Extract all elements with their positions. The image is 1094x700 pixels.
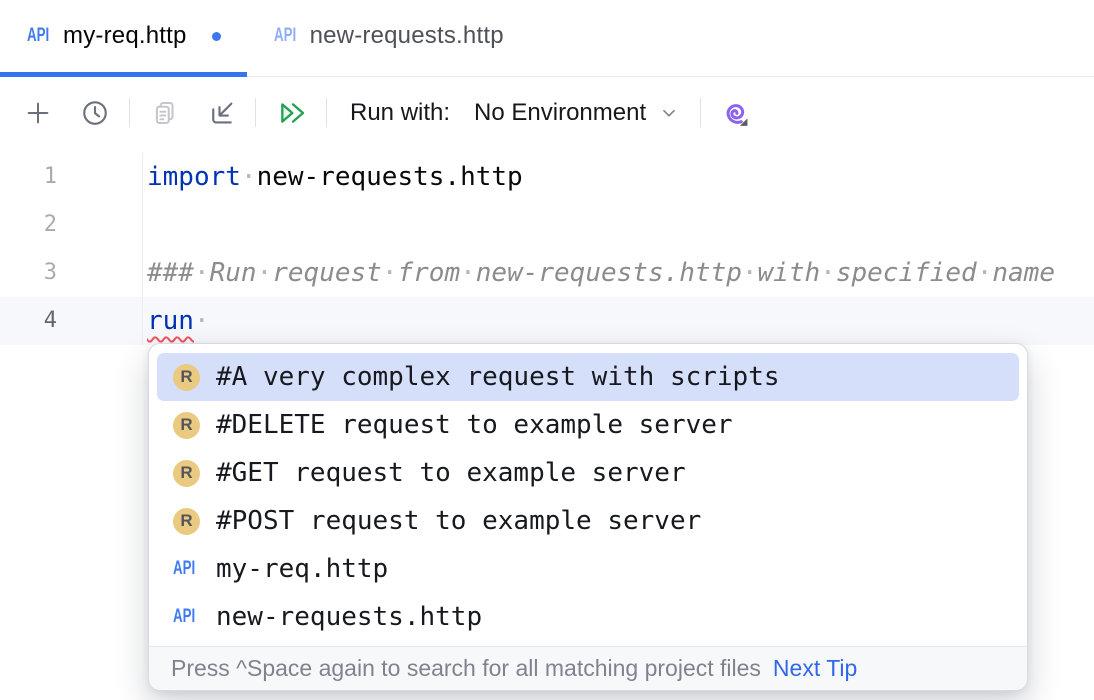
request-history-button[interactable] xyxy=(77,95,113,131)
tab-my-req.http[interactable]: API my-req.http xyxy=(0,0,247,77)
plus-icon xyxy=(27,102,49,123)
completion-hint: Press ^Space again to search for all mat… xyxy=(171,655,761,681)
token-comment: new-requests.http xyxy=(475,258,742,288)
whitespace-dot: · xyxy=(976,258,993,288)
toolbar-separator xyxy=(255,98,256,127)
environment-value: No Environment xyxy=(474,98,647,126)
toolbar-separator xyxy=(326,98,327,127)
completion-item[interactable]: R #POST request to example server xyxy=(157,497,1019,545)
token-comment: request xyxy=(272,258,382,288)
whitespace-dot: · xyxy=(193,306,210,336)
token-comment: with xyxy=(757,258,821,288)
add-request-button[interactable] xyxy=(20,95,56,131)
code-text xyxy=(143,201,147,249)
ai-assistant-swirl-icon xyxy=(726,103,748,126)
toolbar-separator xyxy=(129,98,130,127)
tab-bar: API my-req.http API new-requests.http xyxy=(0,0,1094,77)
active-tab-underline xyxy=(0,72,247,77)
whitespace-dot: · xyxy=(240,162,257,192)
modified-dot xyxy=(211,31,221,41)
api-file-icon: API xyxy=(273,25,296,46)
clock-icon xyxy=(83,100,107,125)
api-file-icon: API xyxy=(173,558,196,579)
completion-item[interactable]: R #GET request to example server xyxy=(157,449,1019,497)
request-icon: R xyxy=(173,507,200,535)
api-file-icon: API xyxy=(173,606,196,627)
token-comment: from xyxy=(397,258,461,288)
api-file-icon: API xyxy=(27,25,50,46)
token-keyword: import xyxy=(147,162,241,192)
line-number: 1 xyxy=(0,153,143,201)
chevron-down-icon xyxy=(663,109,675,117)
whitespace-dot: · xyxy=(381,258,398,288)
copy-icon xyxy=(155,101,174,124)
token-plain: new-requests.http xyxy=(256,162,523,192)
code-text: ###·Run·request·from·new-requests.http·w… xyxy=(143,249,1055,297)
editor-toolbar: Run with: No Environment xyxy=(0,77,1094,148)
run-with-label: Run with: xyxy=(350,98,451,126)
editor-line-2[interactable]: 2 xyxy=(0,201,1094,249)
whitespace-dot: · xyxy=(193,258,210,288)
completion-item-label: #GET request to example server xyxy=(216,458,686,488)
request-icon: R xyxy=(173,459,200,487)
run-all-icon xyxy=(281,102,305,123)
next-tip-link[interactable]: Next Tip xyxy=(772,655,858,681)
completion-item[interactable]: R #A very complex request with scripts xyxy=(157,353,1019,401)
completion-item[interactable]: R #DELETE request to example server xyxy=(157,401,1019,449)
line-number: 3 xyxy=(0,249,143,297)
whitespace-dot: · xyxy=(820,258,836,288)
line-number: 2 xyxy=(0,201,143,249)
request-icon: R xyxy=(173,411,200,439)
tab-new-requests.http[interactable]: API new-requests.http xyxy=(247,0,530,77)
completion-item-label: #POST request to example server xyxy=(216,506,702,536)
whitespace-dot: · xyxy=(460,258,476,288)
completion-item[interactable]: API my-req.http xyxy=(157,545,1019,593)
ai-assistant-button[interactable] xyxy=(718,95,754,131)
whitespace-dot: · xyxy=(741,258,758,288)
import-arrow-icon xyxy=(212,102,233,123)
environment-select[interactable]: No Environment xyxy=(474,99,680,127)
editor-line-3[interactable]: 3###·Run·request·from·new-requests.http·… xyxy=(0,249,1094,297)
copy-request-button[interactable] xyxy=(147,95,183,131)
completion-item-label: my-req.http xyxy=(216,554,389,584)
token-comment: name xyxy=(992,258,1055,288)
completion-item-label: #A very complex request with scripts xyxy=(216,362,780,392)
completion-footer: Press ^Space again to search for all mat… xyxy=(149,646,1027,690)
code-text: import·new-requests.http xyxy=(143,153,523,201)
completion-item[interactable]: API new-requests.http xyxy=(157,593,1019,641)
request-icon: R xyxy=(173,363,200,391)
token-comment: Run xyxy=(209,258,257,288)
toolbar-separator xyxy=(700,98,702,127)
token-keyword: run xyxy=(147,306,194,336)
whitespace-dot: · xyxy=(256,258,273,288)
completion-item-label: #DELETE request to example server xyxy=(216,410,733,440)
completion-item-label: new-requests.http xyxy=(216,602,483,632)
token-comment: specified xyxy=(835,258,977,288)
tab-label: new-requests.http xyxy=(309,22,504,49)
run-all-requests-button[interactable] xyxy=(273,95,309,131)
line-number: 4 xyxy=(0,297,143,345)
code-text: run· xyxy=(143,297,210,345)
token-comment: ### xyxy=(147,258,194,288)
import-requests-button[interactable] xyxy=(204,95,240,131)
tab-label: my-req.http xyxy=(63,22,187,49)
